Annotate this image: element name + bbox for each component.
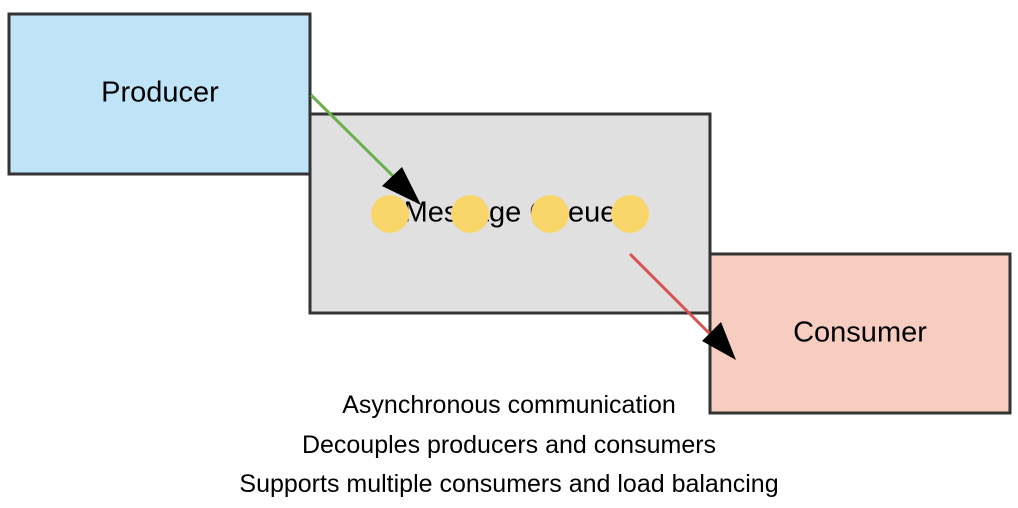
queued-message-dot (531, 195, 569, 233)
consume-arrow-line (628, 252, 714, 338)
produce-arrow-line (309, 93, 399, 182)
queue-label: Message Queue (404, 197, 617, 229)
produce-arrow (309, 93, 421, 205)
caption-decouples: Decouples producers and consumers (301, 431, 717, 459)
queued-message-dot (451, 195, 489, 233)
queued-message-dot (371, 195, 409, 233)
consume-arrowhead-icon (702, 322, 736, 360)
queued-messages (371, 195, 649, 233)
producer-node: Producer (7, 12, 312, 176)
caption-load-balancing: Supports multiple consumers and load bal… (239, 470, 779, 498)
consumer-node: Consumer (708, 252, 1012, 415)
caption-asynchronous: Asynchronous communication (342, 391, 676, 419)
queue-node: Message Queue (308, 112, 712, 315)
consume-arrow (628, 252, 736, 360)
consumer-box (708, 252, 1012, 415)
producer-label: Producer (101, 77, 219, 109)
queued-message-dot (611, 195, 649, 233)
producer-box (7, 12, 312, 176)
consumer-label: Consumer (793, 317, 927, 349)
produce-arrowhead-icon (382, 167, 421, 205)
